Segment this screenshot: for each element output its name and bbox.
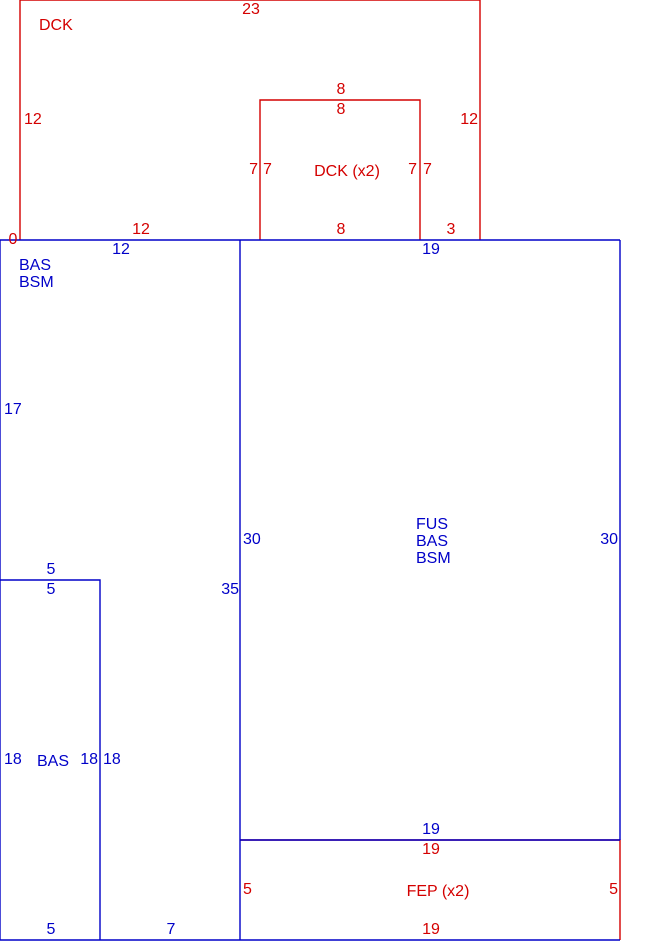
dim-dck-bottom-right: 3 bbox=[447, 221, 456, 238]
dim-fus-bottom: 19 bbox=[422, 821, 440, 838]
deck-outlines bbox=[19, 0, 621, 940]
area-label-bsm-left: BSM bbox=[19, 274, 54, 291]
dim-bas-small-top-outer: 5 bbox=[47, 561, 56, 578]
dim-bas-small-right-outer: 18 bbox=[103, 751, 121, 768]
dim-left-bottom: 7 bbox=[167, 921, 176, 938]
dim-dck-inner-left-inner: 7 bbox=[263, 161, 272, 178]
dim-dck-inner-right-inner: 7 bbox=[408, 161, 417, 178]
dim-fep-bottom: 19 bbox=[422, 921, 440, 938]
dim-dck-inner-right-outer: 7 bbox=[423, 161, 432, 178]
area-label-dck: DCK bbox=[39, 17, 73, 34]
area-label-fep: FEP (x2) bbox=[407, 883, 470, 900]
dim-dck-inner-left-outer: 7 bbox=[249, 161, 258, 178]
dim-left-right: 35 bbox=[221, 581, 239, 598]
dim-dck-inner-bottom: 8 bbox=[337, 221, 346, 238]
dim-bas-small-left: 18 bbox=[4, 751, 22, 768]
dim-bas-small-top-inner: 5 bbox=[47, 581, 56, 598]
area-label-bas-left: BAS bbox=[19, 257, 51, 274]
area-label-bas-fus: BAS bbox=[416, 533, 448, 550]
bas-bsm-left-labels: BAS BSM 12 17 35 7 bbox=[4, 241, 239, 938]
area-label-dck-x2: DCK (x2) bbox=[314, 163, 380, 180]
dim-origin: 0 bbox=[9, 231, 18, 248]
dim-fus-right: 30 bbox=[600, 531, 618, 548]
dim-fep-right: 5 bbox=[609, 881, 618, 898]
fus-labels: FUS BAS BSM 19 30 30 19 bbox=[243, 241, 618, 838]
deck-inner-outline bbox=[259, 99, 421, 240]
bas-small-outline bbox=[0, 579, 101, 940]
dim-fus-top: 19 bbox=[422, 241, 440, 258]
fep-labels: FEP (x2) 19 5 5 19 bbox=[243, 841, 618, 938]
dim-dck-inner-top-inner: 8 bbox=[337, 101, 346, 118]
dim-dck-top: 23 bbox=[242, 1, 260, 18]
dim-dck-inner-top-outer: 8 bbox=[337, 81, 346, 98]
deck-main-outline bbox=[19, 0, 481, 240]
area-label-bas-small: BAS bbox=[37, 753, 69, 770]
dim-left-side: 17 bbox=[4, 401, 22, 418]
structure-outlines bbox=[0, 239, 621, 941]
dim-dck-bottom-left: 12 bbox=[132, 221, 150, 238]
dim-fus-left: 30 bbox=[243, 531, 261, 548]
deck-inner-labels: DCK (x2) 8 8 7 7 7 7 8 bbox=[249, 81, 432, 238]
dim-dck-right: 12 bbox=[460, 111, 478, 128]
deck-main-labels: DCK 23 12 12 12 3 0 bbox=[9, 1, 479, 248]
dim-fep-left: 5 bbox=[243, 881, 252, 898]
area-label-bsm-fus: BSM bbox=[416, 550, 451, 567]
dim-bas-small-bottom: 5 bbox=[47, 921, 56, 938]
dim-bas-small-right-inner: 18 bbox=[80, 751, 98, 768]
dim-left-top: 12 bbox=[112, 241, 130, 258]
dim-fep-top: 19 bbox=[422, 841, 440, 858]
bas-small-labels: BAS 5 5 18 18 18 5 bbox=[4, 561, 121, 938]
dim-dck-left: 12 bbox=[24, 111, 42, 128]
area-label-fus: FUS bbox=[416, 516, 448, 533]
